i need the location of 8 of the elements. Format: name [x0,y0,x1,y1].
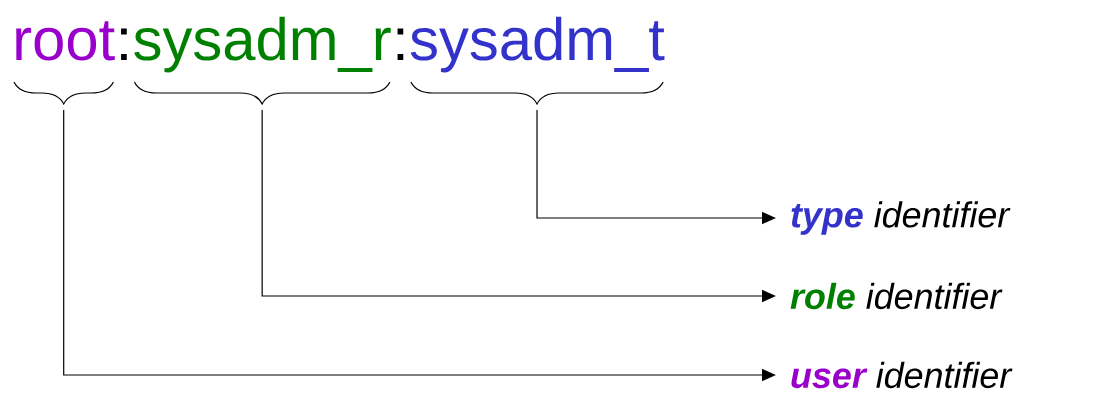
separator-colon: : [397,28,404,60]
identifier-label: user identifier [791,361,1013,389]
separator-colon: : [121,28,127,60]
identifier-label: type identifier [791,201,1011,235]
identifier-label: role identifier [790,282,1003,310]
context-part: root [16,21,115,61]
context-part: sysadm_t [410,16,665,73]
context-part: sysadm_r [134,16,391,73]
